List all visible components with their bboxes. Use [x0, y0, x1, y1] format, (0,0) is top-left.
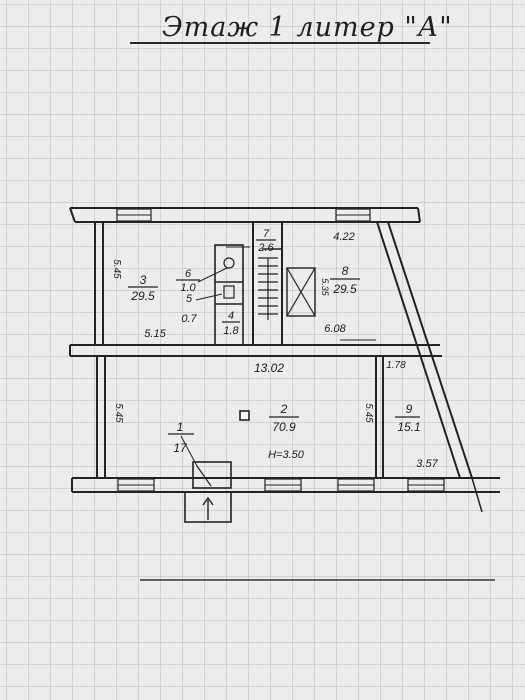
dim-5-45-right: 5.45 [363, 403, 374, 423]
room9-area: 15.1 [397, 420, 420, 434]
diagonal-wall-tail [471, 477, 483, 513]
dim-3-57: 3.57 [416, 458, 438, 470]
diagonal-wall-inner [387, 221, 473, 479]
dim-5-15: 5.15 [144, 328, 166, 340]
room4-number: 4 [228, 310, 234, 322]
entrance-porch [184, 491, 232, 523]
room1-leader [180, 435, 199, 469]
room8-area: 29.5 [332, 282, 357, 296]
room4-area: 1.8 [223, 325, 239, 337]
room5-leader [195, 293, 223, 301]
dim-1-78: 1.78 [386, 360, 406, 371]
dim-5-35-room8: 5.35 [320, 278, 330, 297]
dim-6-08: 6.08 [324, 323, 346, 335]
toilet-fixture-icon [223, 257, 235, 269]
room3-number: 3 [140, 273, 147, 287]
entrance-door-swing [196, 465, 212, 487]
room5-number: 5 [186, 293, 193, 305]
room6-area: 1.0 [180, 282, 196, 294]
room7-number: 7 [263, 228, 270, 240]
room8-number: 8 [342, 264, 349, 278]
column-marker [239, 410, 250, 421]
room7-area: 2.6 [257, 242, 274, 254]
dim-4-22: 4.22 [333, 231, 354, 243]
plan-title: Этаж 1 литер "А" [162, 12, 453, 43]
dim-5-45-left: 5.45 [111, 259, 122, 279]
room1-area: 17 [173, 441, 188, 455]
room2-number: 2 [280, 402, 288, 416]
room8-shaft-cross-2 [286, 267, 316, 317]
room5-area: 0.7 [181, 313, 197, 325]
wet-block [214, 244, 244, 346]
diagonal-wall-outer [376, 221, 461, 479]
title-underline [130, 42, 430, 44]
room1-number: 1 [177, 420, 184, 434]
entrance-arrow-icon [202, 496, 214, 506]
room8-shaft [286, 267, 316, 317]
stairs-icon [258, 257, 278, 320]
sink-fixture-icon [223, 285, 235, 299]
room9-number: 9 [406, 402, 413, 416]
room6-number: 6 [185, 268, 192, 280]
dim-13-02: 13.02 [254, 361, 284, 375]
room6-leader [197, 267, 228, 283]
ceiling-height: H=3.50 [268, 449, 305, 461]
dim-5-45-hall: 5.45 [113, 403, 124, 423]
top-wall-break [417, 207, 421, 223]
top-wall-end [69, 207, 76, 223]
entrance-vestibule [192, 461, 232, 489]
room3-area: 29.5 [130, 289, 155, 303]
room2-area: 70.9 [272, 420, 296, 434]
